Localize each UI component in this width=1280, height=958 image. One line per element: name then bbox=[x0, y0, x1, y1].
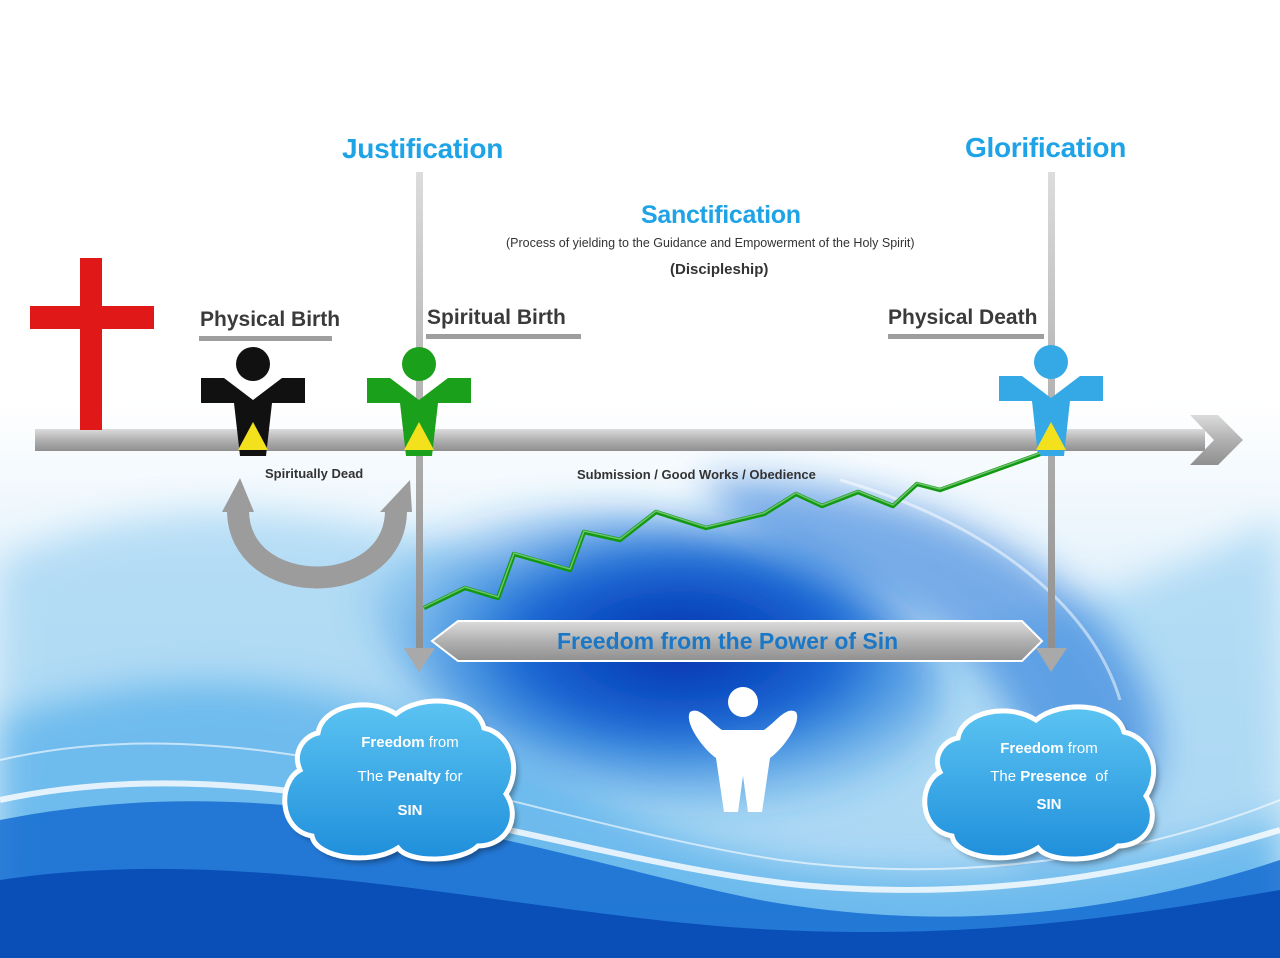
spiritual-birth-underline bbox=[426, 334, 581, 339]
timeline-arrow bbox=[35, 415, 1243, 465]
person-white-icon bbox=[688, 687, 798, 812]
freedom-power-banner bbox=[430, 620, 1044, 662]
physical-death-label: Physical Death bbox=[888, 306, 1038, 329]
justification-title: Justification bbox=[342, 133, 504, 164]
cloud-penalty-line1: Freedom from bbox=[361, 734, 459, 751]
rebirth-curved-arrow bbox=[222, 478, 412, 589]
cloud-presence bbox=[922, 704, 1158, 865]
spiritual-birth-label: Spiritual Birth bbox=[427, 306, 566, 329]
cloud-presence-line1: Freedom from bbox=[1000, 740, 1098, 757]
cloud-presence-line3: SIN bbox=[1036, 796, 1062, 813]
cloud-presence-line2: The Presence of bbox=[990, 768, 1108, 785]
sanctification-note: (Process of yielding to the Guidance and… bbox=[506, 236, 915, 250]
submission-label: Submission / Good Works / Obedience bbox=[577, 467, 816, 482]
cloud-penalty-text: Freedom from The Penalty for SIN bbox=[322, 726, 498, 828]
sanctification-title: Sanctification bbox=[641, 201, 801, 229]
cloud-penalty-line2: The Penalty for bbox=[357, 768, 463, 785]
sanctification-growth-line bbox=[423, 451, 1041, 611]
freedom-power-label: Freedom from the Power of Sin bbox=[557, 628, 899, 654]
cloud-presence-text: Freedom from The Presence of SIN bbox=[960, 735, 1138, 819]
discipleship-label: (Discipleship) bbox=[670, 261, 769, 278]
cross-icon bbox=[30, 258, 154, 430]
physical-death-underline bbox=[888, 334, 1044, 339]
person-blue-icon bbox=[999, 345, 1103, 456]
cloud-penalty bbox=[282, 698, 518, 865]
cloud-penalty-line3: SIN bbox=[397, 802, 423, 819]
person-black-icon bbox=[201, 347, 305, 456]
physical-birth-label: Physical Birth bbox=[200, 308, 341, 331]
spiritually-dead-label: Spiritually Dead bbox=[265, 466, 364, 481]
person-green-icon bbox=[367, 347, 471, 456]
physical-birth-underline bbox=[199, 336, 332, 341]
glorification-title: Glorification bbox=[965, 132, 1126, 163]
